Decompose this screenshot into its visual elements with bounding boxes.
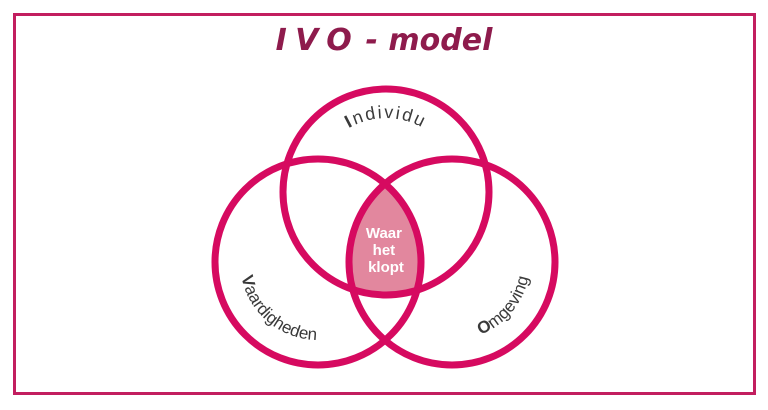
overlap-line-2: het [373, 242, 396, 259]
outer-frame-border [13, 13, 756, 395]
circle-individu [279, 85, 493, 299]
label-vaardigheden-rest: aardigheden [241, 282, 318, 344]
page-title: IVO- model [0, 24, 768, 57]
overlap-line-3: klopt [368, 259, 404, 276]
label-omgeving-rest: mgeving [484, 274, 533, 333]
circle-vaardigheden [211, 155, 425, 369]
label-individu: Individu [341, 102, 430, 132]
page-title-rest: - model [365, 23, 493, 58]
center-overlap-fill [349, 159, 421, 295]
center-overlap-label: Waar het klopt [366, 225, 406, 276]
center-overlap-region [349, 159, 421, 295]
label-omgeving: Omgeving [474, 274, 532, 339]
circle-omgeving [345, 155, 559, 369]
page-title-acronym: IVO [275, 23, 361, 58]
label-individu-rest: ndividu [349, 102, 430, 132]
overlap-line-1: Waar [366, 225, 402, 242]
